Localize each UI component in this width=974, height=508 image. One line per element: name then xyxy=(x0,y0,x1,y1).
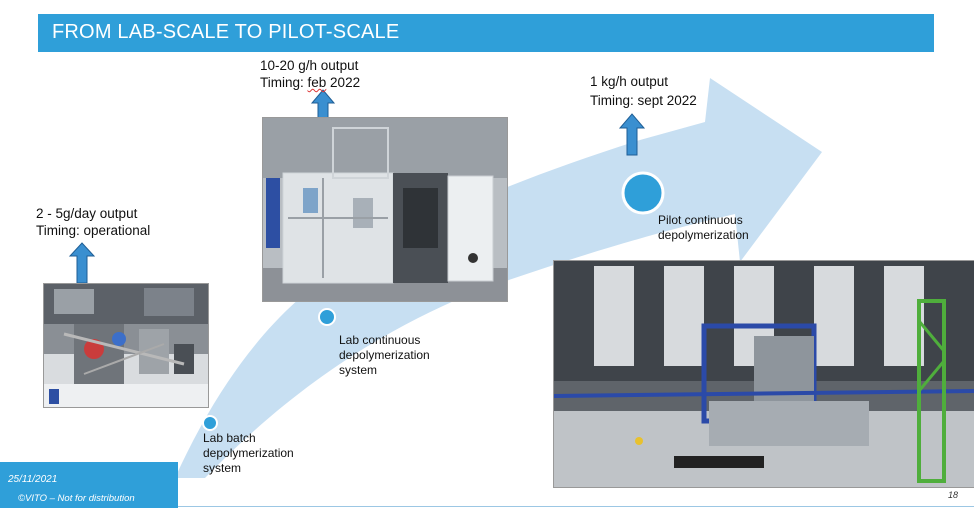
lab-batch-photo-image xyxy=(44,284,208,407)
pilot-plant-photo xyxy=(553,260,974,488)
up-arrow-icon xyxy=(68,242,96,284)
stage1-label: Lab batch depolymerization system xyxy=(203,431,294,475)
stage2-label: Lab continuous depolymerization system xyxy=(339,333,430,377)
page-number: 18 xyxy=(947,490,958,500)
footer-copyright: ©VITO – Not for distribution xyxy=(18,493,135,504)
footer-date: 25/11/2021 xyxy=(8,474,58,485)
stage2-output: 10-20 g/h output xyxy=(260,58,359,73)
milestone-dot-1 xyxy=(202,415,218,431)
title-bar: FROM LAB-SCALE TO PILOT-SCALE xyxy=(38,14,934,52)
lab-continuous-photo-image xyxy=(263,118,507,301)
pilot-plant-photo-image xyxy=(554,261,974,487)
stage2-timing: Timing: feb 2022 xyxy=(260,75,361,90)
lab-continuous-photo xyxy=(262,117,508,302)
footer-divider xyxy=(178,506,974,507)
up-arrow-icon xyxy=(618,113,646,156)
slide-title: FROM LAB-SCALE TO PILOT-SCALE xyxy=(52,21,400,43)
stage1-timing: Timing: operational xyxy=(36,223,151,238)
milestone-dot-3 xyxy=(621,171,665,215)
lab-batch-photo xyxy=(43,283,209,408)
stage3-output: 1 kg/h output xyxy=(590,74,669,89)
stage3-label: Pilot continuous depolymerization xyxy=(658,213,749,242)
stage3-timing: Timing: sept 2022 xyxy=(590,93,697,108)
milestone-dot-2 xyxy=(318,308,336,326)
stage1-output: 2 - 5g/day output xyxy=(36,206,138,221)
footer-bar: 25/11/2021 ©VITO – Not for distribution xyxy=(0,462,178,508)
